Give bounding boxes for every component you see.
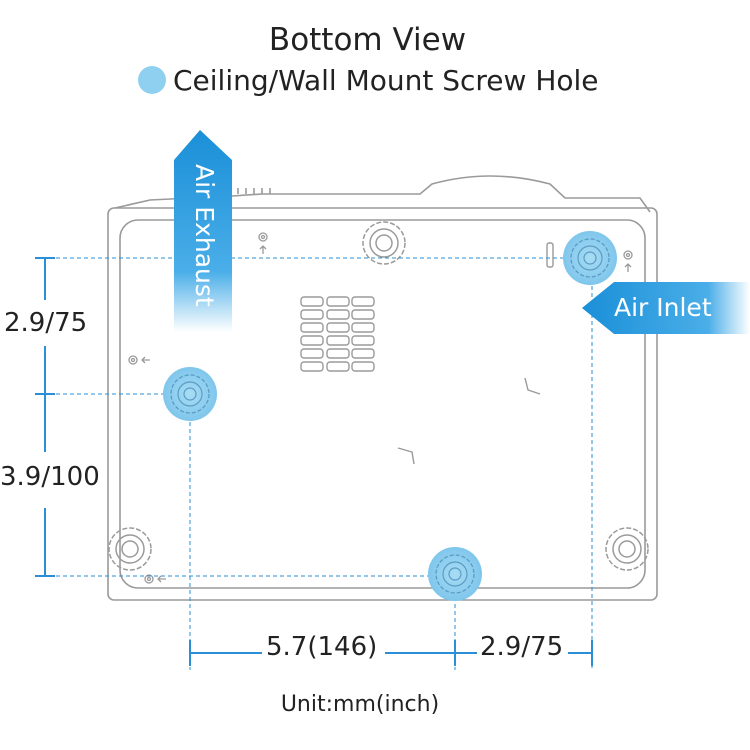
- dimension-left-bottom: 3.9/100: [0, 462, 100, 492]
- mount-screw-holes: [163, 231, 617, 601]
- screw-hole-bottom: [428, 547, 482, 601]
- dimension-bottom-right: 2.9/75: [480, 632, 564, 662]
- screw-hole-top-right: [563, 231, 617, 285]
- foot-bottom-right: [605, 527, 649, 571]
- dimension-guides: [35, 257, 593, 670]
- screw-hole-left: [163, 367, 217, 421]
- air-exhaust-arrow: Air Exhaust: [174, 130, 232, 332]
- screw-hole-legend-dot: [138, 66, 166, 94]
- dimension-bottom-left: 5.7(146): [266, 632, 378, 662]
- dimension-left-top: 2.9/75: [4, 308, 88, 338]
- foot-top-center: [362, 221, 406, 265]
- air-inlet-arrow: Air Inlet: [582, 282, 750, 334]
- adjustable-feet: [108, 221, 649, 571]
- small-screw-marks: [128, 232, 633, 584]
- unit-label: Unit:mm(inch): [280, 692, 440, 717]
- corner-markers: [397, 242, 554, 465]
- diagram-title: Bottom View: [268, 22, 467, 58]
- foot-bottom-left: [108, 527, 152, 571]
- projector-outline: [107, 175, 658, 601]
- dimension-lines: [35, 257, 593, 666]
- air-inlet-label: Air Inlet: [614, 293, 712, 322]
- legend-label: Ceiling/Wall Mount Screw Hole: [173, 63, 599, 97]
- legend: Ceiling/Wall Mount Screw Hole: [138, 62, 599, 98]
- air-exhaust-label: Air Exhaust: [190, 164, 219, 307]
- vent-grille: [300, 296, 375, 372]
